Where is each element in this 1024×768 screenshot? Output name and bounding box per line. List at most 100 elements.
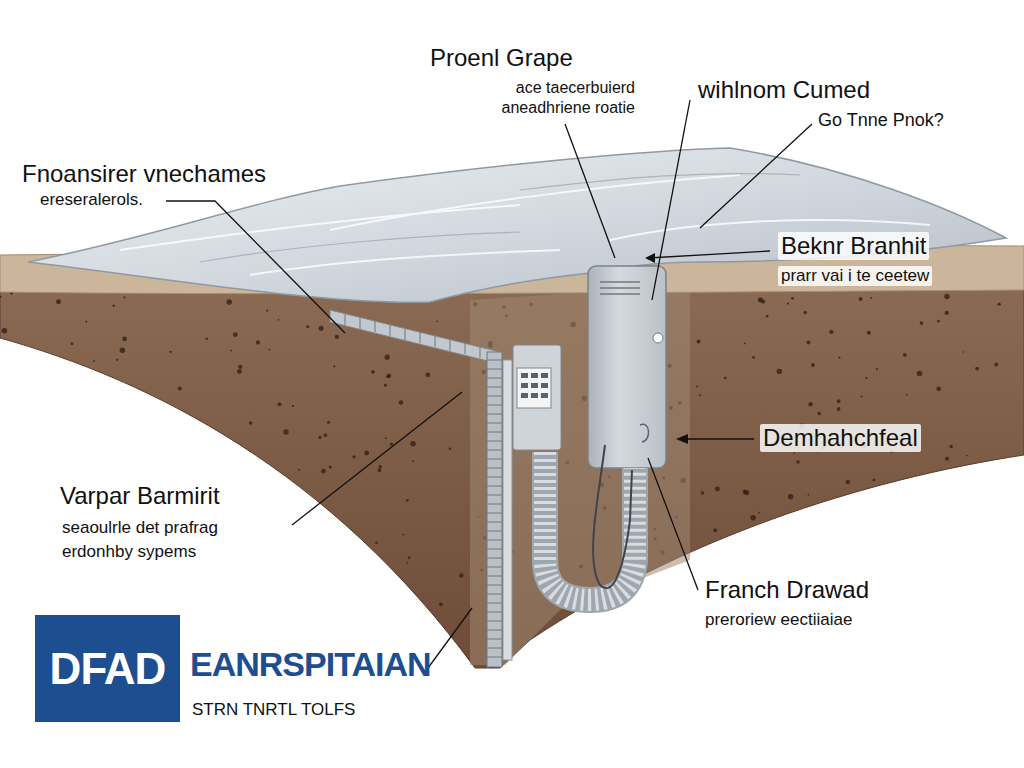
soil-speck [249,421,253,425]
soil-speck [929,594,932,597]
soil-speck [424,628,428,632]
callout-title: Beknr Branhit [778,232,929,260]
soil-speck [352,455,355,458]
soil-speck [922,542,927,547]
soil-speck [944,294,949,299]
soil-speck [292,405,294,407]
soil-speck [998,511,1003,516]
callout-note: Go Tnne Pnok? [818,110,944,131]
leader-line [565,124,615,258]
soil-speck [810,668,814,672]
soil-speck [1018,548,1022,552]
vent-slot [541,383,548,388]
vent-slot [531,383,538,388]
grate-bar [345,314,346,325]
soil-speck [699,394,701,396]
soil-speck [906,394,908,396]
soil-speck [30,655,34,659]
soil-speck [281,612,283,614]
unit-vent [600,293,640,295]
soil-speck [945,457,949,461]
soil-speck [1013,588,1016,591]
soil-speck [318,326,323,331]
drain-tick [487,387,502,388]
soil-speck [253,510,258,515]
soil-speck [936,655,941,660]
soil-speck [724,377,727,380]
soil-speck [945,311,949,315]
soil-speck [993,546,997,550]
soil-speck [957,581,962,586]
soil-speck [955,590,960,595]
drain-tick [487,603,502,604]
drain-tick [487,513,502,514]
soil-speck [891,612,893,614]
soil-speck [238,365,242,369]
soil-speck [927,523,929,525]
soil-speck [221,474,224,477]
soil-speck [80,396,83,399]
unit-vents [600,282,640,294]
soil-speck [937,320,940,323]
brand-wordmark: EANRSPITAIAN [190,645,431,684]
callout-title: Franch Drawad [705,576,869,604]
soil-speck [378,465,382,469]
drain-tick [487,369,502,370]
soil-speck [45,544,50,549]
soil-speck [209,440,213,444]
vent-slots [521,373,548,398]
soil-speck [913,631,918,636]
soil-speck [639,635,641,637]
soil-speck [320,519,322,521]
soil-speck [318,436,321,439]
soil-speck [385,437,387,439]
soil-speck [861,396,863,398]
drain-tick [487,459,502,460]
leader-arrowhead [645,253,655,263]
soil-speck [111,593,116,598]
vent-slot [531,373,538,378]
logo-text: DFAD [50,644,166,694]
soil-speck [933,609,938,614]
drain-tick [487,585,502,586]
soil-speck [697,579,702,584]
callout-note: ace taecerbuierd aneadhriene roatie [445,78,635,118]
drain-tick [487,630,502,631]
drain-cable [593,445,632,588]
grate-bar [405,329,406,340]
leader-line [648,251,770,258]
soil-speck [255,502,261,508]
soil-speck [41,385,46,390]
soil-speck [803,311,807,315]
soil-speck [298,469,300,471]
soil-speck [867,331,871,335]
soil-speck [811,363,815,367]
corrugated-pipe [545,452,635,600]
grate-bar [480,347,481,358]
soil-speck [914,538,917,541]
soil-speck [971,489,976,494]
soil-speck [268,349,270,351]
soil-speck [789,653,794,658]
drain-tick [487,477,502,478]
vent-slot [521,373,528,378]
soil-speck [226,299,231,304]
callout-title: Fnoansirer vnechames [22,160,266,188]
drain-tick [487,531,502,532]
leader-line [166,201,345,333]
soil-speck [994,362,998,366]
soil-speck [846,572,849,575]
soil-speck [459,573,463,577]
grate-bar [420,332,421,343]
drain-channel [330,310,500,364]
soil-speck [356,631,359,634]
soil-speck [859,297,863,301]
sheet-crease [250,250,560,275]
soil-speck [377,468,381,472]
soil-speck [329,616,334,621]
soil-speck [751,515,756,520]
drain-tick [487,468,502,469]
soil-speck [147,455,150,458]
drain-tick [487,567,502,568]
soil-speck [837,399,841,403]
